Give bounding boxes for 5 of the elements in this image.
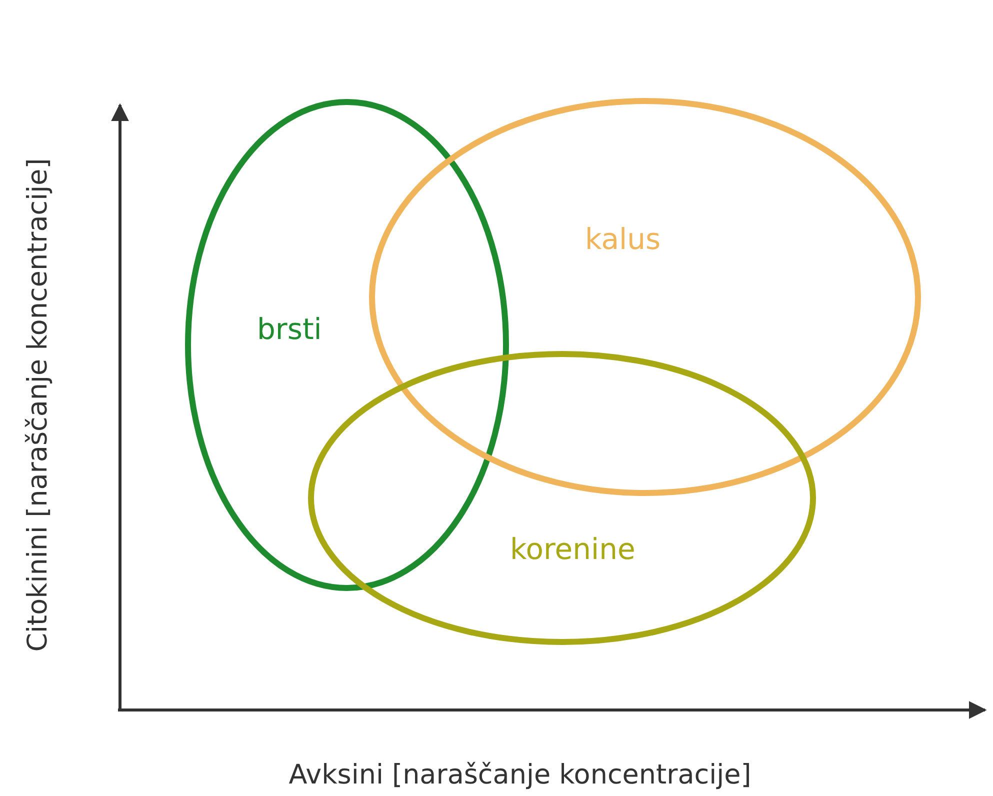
y-axis-title: Citokinini [naraščanje koncentracije]	[22, 158, 54, 652]
x-axis-title: Avksini [naraščanje koncentracije]	[288, 760, 752, 790]
set-label: brsti	[257, 312, 322, 346]
set-label: korenine	[510, 532, 636, 566]
set-label: kalus	[585, 222, 661, 256]
